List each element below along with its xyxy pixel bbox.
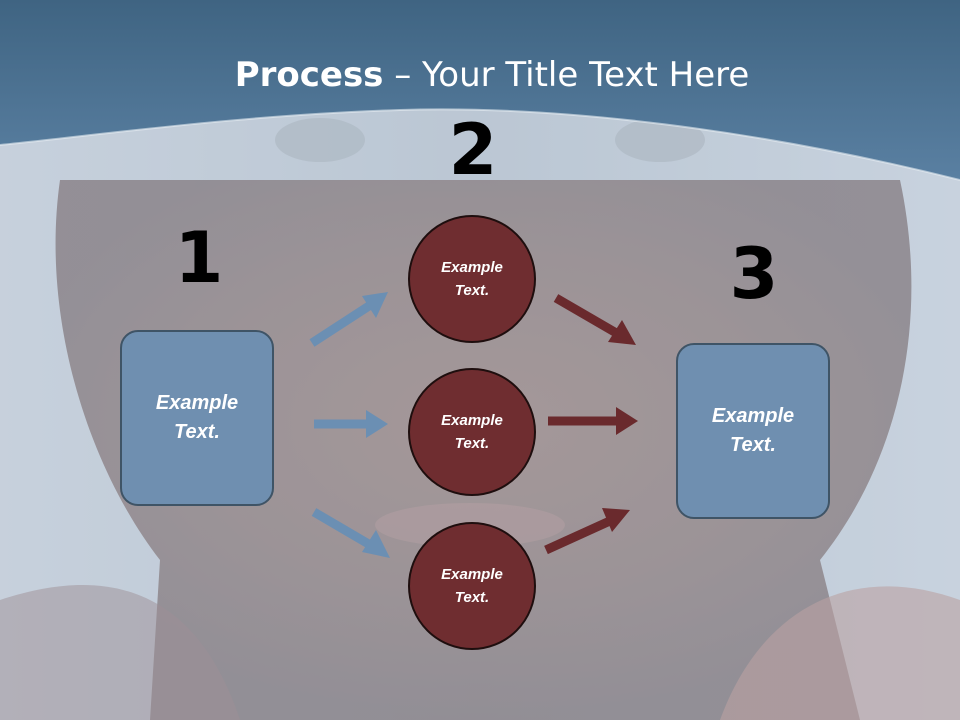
step-number-3: 3 — [729, 233, 779, 315]
arrow-left-middle — [314, 410, 388, 438]
process-circle-top: Example Text. — [408, 215, 536, 343]
step-number-2: 2 — [448, 109, 498, 191]
process-circle-bottom: Example Text. — [408, 522, 536, 650]
arrow-right-middle — [548, 407, 638, 435]
arrow-left-top — [309, 292, 388, 347]
slide-title: Process – Your Title Text Here — [0, 52, 960, 98]
process-box-left: Example Text. — [120, 330, 274, 506]
process-box-right: Example Text. — [676, 343, 830, 519]
arrow-right-bottom — [544, 508, 630, 555]
step-number-1: 1 — [174, 217, 224, 299]
arrow-right-top — [553, 294, 636, 345]
arrow-left-bottom — [311, 508, 390, 558]
title-bold: Process — [234, 55, 384, 95]
process-circle-middle: Example Text. — [408, 368, 536, 496]
title-rest: – Your Title Text Here — [383, 55, 750, 95]
